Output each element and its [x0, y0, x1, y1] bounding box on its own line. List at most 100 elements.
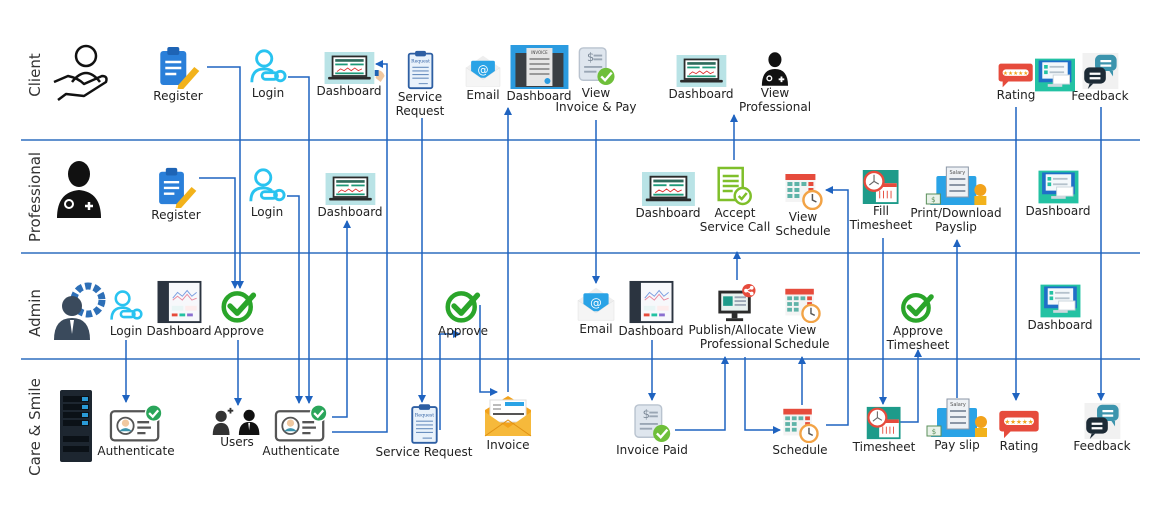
connector-publish-to-schedule — [744, 357, 781, 434]
svg-text:INVOICE: INVOICE — [531, 50, 548, 55]
server-rack-icon — [60, 390, 92, 462]
node-label: Authenticate — [97, 444, 175, 458]
node-pro-register: Register — [151, 166, 201, 222]
node-sys-authenticate: Authenticate — [97, 404, 175, 458]
node-admin-approve2: Approve — [438, 288, 488, 338]
admin-dashboard-icon — [156, 280, 201, 324]
node-label: Pay slip — [934, 438, 980, 452]
check-circle-icon — [445, 288, 481, 324]
users-icon — [211, 407, 263, 435]
node-label: Service Request — [395, 90, 445, 118]
svg-text:$: $ — [586, 50, 593, 64]
timesheet-icon — [863, 170, 899, 204]
register-icon — [154, 166, 198, 209]
node-sys-invoice-paid: $ Invoice Paid — [616, 403, 688, 457]
node-label: Rating — [996, 88, 1036, 102]
connector-timesheet-to-approve — [900, 349, 922, 423]
node-label: Dashboard — [618, 324, 684, 338]
login-key-icon — [109, 288, 143, 324]
node-label: Login — [109, 324, 143, 338]
svg-text:Request: Request — [415, 412, 435, 418]
request-clipboard-icon: Request — [375, 50, 437, 90]
monitor-dashboard-icon — [1037, 170, 1078, 204]
node-label: Schedule — [772, 443, 828, 457]
connector-pro-login-to-auth — [287, 195, 303, 404]
node-label: Rating — [999, 439, 1039, 453]
laptop-dashboard-icon — [321, 52, 377, 84]
node-client-login: Login — [249, 48, 287, 100]
node-label: Feedback — [1071, 89, 1129, 103]
request-clipboard-icon: Request — [408, 403, 440, 445]
node-admin-login: Login — [109, 288, 143, 338]
invoice-check-icon: $ — [633, 403, 671, 443]
node-pro-login: Login — [248, 167, 286, 219]
login-key-icon — [248, 167, 286, 205]
node-pro-dashboard: Dashboard — [317, 173, 383, 219]
node-label: Approve — [214, 324, 264, 338]
node-label: Dashboard — [668, 87, 734, 101]
node-label: Register — [151, 208, 201, 222]
connector-paid-to-publish — [675, 356, 729, 431]
connector-client-login-to-auth — [288, 76, 313, 404]
accept-document-icon — [717, 166, 753, 206]
register-icon — [156, 45, 200, 90]
node-client-register: Register — [153, 45, 203, 103]
node-client-feedback: Feedback — [1071, 53, 1129, 103]
lane-label-professional: Professional — [26, 151, 44, 243]
connector-schedule-to-pro-schedule — [825, 186, 849, 426]
node-label: Invoice Paid — [616, 443, 688, 457]
doctor-icon — [761, 52, 789, 86]
node-label: Register — [153, 89, 203, 103]
node-label: Fill Timesheet — [849, 204, 913, 232]
node-admin-view-schedule: View Schedule — [774, 285, 830, 351]
node-label: Users — [220, 435, 254, 449]
node-label: Dashboard — [316, 84, 382, 98]
id-card-check-icon — [272, 404, 330, 444]
node-label: Dashboard — [1027, 318, 1093, 332]
node-label: Dashboard — [1025, 204, 1091, 218]
svg-text:@: @ — [477, 64, 488, 77]
node-label: Invoice — [486, 438, 530, 452]
connector-approve-to-invoice — [479, 305, 498, 396]
node-sys-authenticate2: Authenticate — [262, 404, 340, 458]
laptop-dashboard-icon — [322, 173, 378, 205]
connector-auth-to-pro-dashboard — [332, 220, 351, 418]
node-label: Timesheet — [852, 440, 916, 454]
calendar-clock-icon — [783, 285, 821, 324]
node-client-view-professional: View Professional — [739, 52, 811, 114]
svg-text:$: $ — [643, 407, 650, 421]
node-sys-payslip: Salary$Pay slip — [925, 398, 989, 452]
node-sys-invoice: Invoice — [483, 392, 533, 452]
node-label: Login — [250, 205, 284, 219]
svg-text:Salary: Salary — [950, 402, 966, 408]
svg-text:Request: Request — [412, 59, 431, 65]
timesheet-icon — [866, 406, 901, 440]
node-pro-view-schedule: View Schedule — [775, 170, 831, 238]
node-label: Email — [466, 88, 500, 102]
laptop-dashboard-icon — [640, 172, 696, 206]
node-client-view-invoice: $ View Invoice & Pay — [555, 46, 637, 114]
node-label: Email — [579, 322, 613, 336]
svg-text:Salary: Salary — [949, 170, 965, 176]
node-label: Dashboard — [317, 205, 383, 219]
node-label: View Professional — [738, 86, 812, 114]
node-client-dashboard: Dashboard — [316, 52, 382, 98]
lane-label-client: Client — [26, 53, 44, 97]
node-label: Dashboard — [506, 89, 572, 103]
node-sys-schedule: Schedule — [772, 405, 828, 457]
node-label: View Schedule — [775, 210, 831, 238]
node-label: View Invoice & Pay — [555, 86, 637, 114]
publish-monitor-icon — [716, 283, 756, 323]
node-client-dashboard2: INVOICE Dashboard — [506, 45, 572, 103]
connector-sr-to-approve — [439, 330, 461, 430]
client-actor-icon — [53, 44, 108, 101]
node-client-rating: ★★★★★Rating — [996, 62, 1036, 102]
rating-icon: ★★★★★ — [998, 409, 1040, 439]
node-pro-payslip: Salary$Print/Download Payslip — [910, 166, 1002, 234]
lane-separators — [21, 139, 1140, 360]
salary-icon: Salary$ — [924, 166, 988, 206]
svg-text:★★★★★: ★★★★★ — [1004, 418, 1033, 426]
node-label: View Schedule — [774, 323, 830, 351]
salary-icon: Salary$ — [925, 398, 989, 438]
